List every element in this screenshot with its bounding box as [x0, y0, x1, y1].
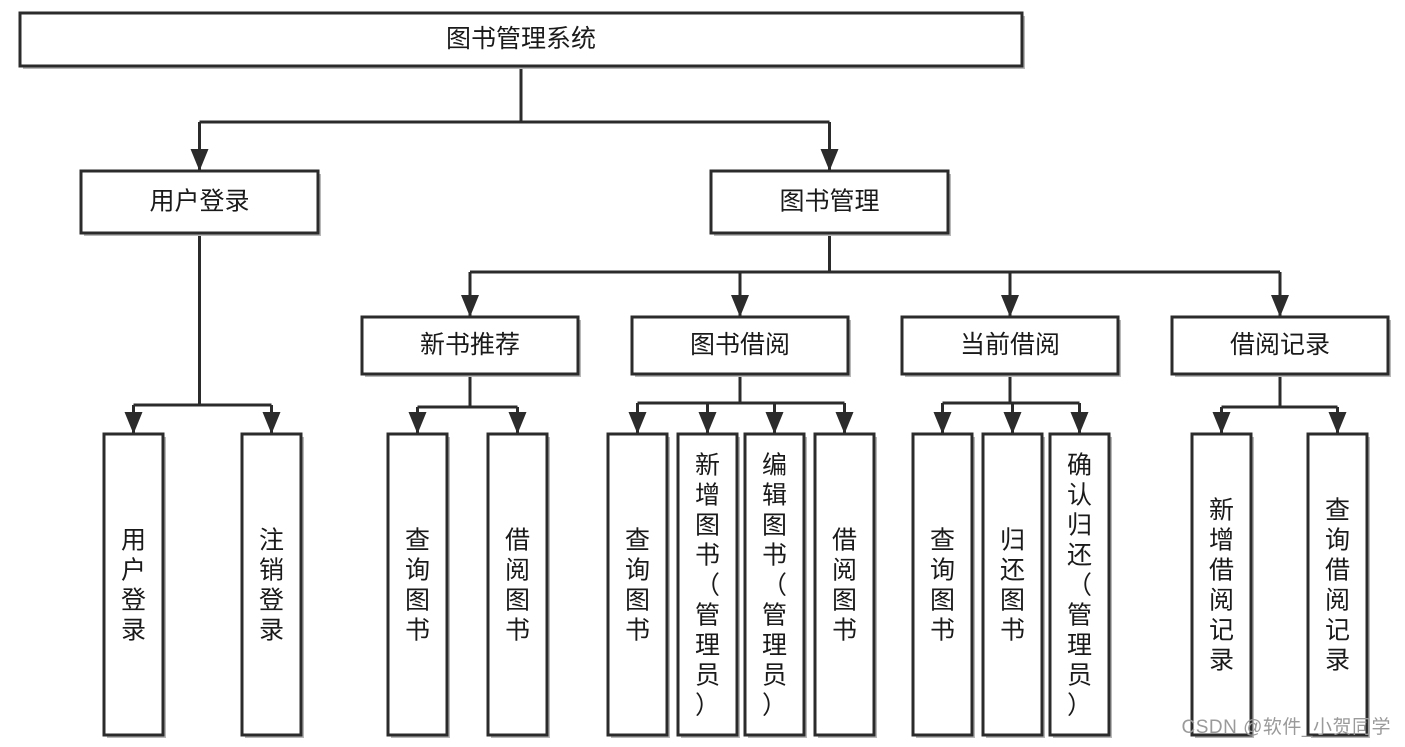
node-box[interactable] — [709, 169, 950, 235]
node-label: 借阅图书 — [505, 527, 530, 645]
node-label: 编辑图书（管理员） — [762, 452, 787, 720]
node-box[interactable] — [813, 432, 876, 737]
node-leaf-query-book-1[interactable]: 查询图书 — [386, 432, 450, 738]
connector-group — [190, 66, 839, 171]
node-box[interactable] — [240, 432, 303, 737]
node-label: 新增借阅记录 — [1209, 497, 1234, 675]
node-box[interactable] — [900, 315, 1120, 376]
connector-group — [1212, 374, 1347, 434]
connector-group — [461, 233, 1289, 317]
connectors-layer — [124, 66, 1347, 434]
node-box[interactable] — [1306, 432, 1369, 737]
node-leaf-borrow-book-2[interactable]: 借阅图书 — [813, 432, 877, 738]
node-leaf-borrow-book-1[interactable]: 借阅图书 — [486, 432, 550, 738]
node-label: 注销登录 — [259, 527, 284, 645]
node-leaf-logout[interactable]: 注销登录 — [240, 432, 304, 738]
node-label: 归还图书 — [1000, 527, 1025, 645]
node-label: 用户登录 — [149, 188, 249, 216]
node-leaf-edit-book[interactable]: 编辑图书（管理员） — [743, 432, 807, 738]
node-leaf-return-book[interactable]: 归还图书 — [981, 432, 1045, 738]
node-label: 当前借阅 — [960, 331, 1060, 359]
node-box[interactable] — [911, 432, 974, 737]
node-label: 借阅记录 — [1230, 331, 1330, 359]
node-leaf-confirm-return[interactable]: 确认归还（管理员） — [1048, 432, 1112, 738]
node-box[interactable] — [102, 432, 165, 737]
node-leaf-query-record[interactable]: 查询借阅记录 — [1306, 432, 1370, 738]
node-leaf-user-login[interactable]: 用户登录 — [102, 432, 166, 738]
node-book-borrow[interactable]: 图书借阅 — [630, 315, 851, 377]
node-root[interactable]: 图书管理系统 — [18, 11, 1025, 69]
node-label: 查询图书 — [930, 527, 955, 645]
node-label: 查询图书 — [405, 527, 430, 645]
node-label: 图书管理系统 — [446, 25, 596, 53]
node-box[interactable] — [386, 432, 449, 737]
node-box[interactable] — [1190, 432, 1253, 737]
connector-group — [933, 374, 1089, 434]
node-box[interactable] — [630, 315, 850, 376]
node-label: 用户登录 — [121, 527, 146, 645]
node-box[interactable] — [606, 432, 669, 737]
node-label: 查询图书 — [625, 527, 650, 645]
node-box[interactable] — [360, 315, 580, 376]
node-current-borrow[interactable]: 当前借阅 — [900, 315, 1121, 377]
node-box[interactable] — [486, 432, 549, 737]
node-leaf-query-book-3[interactable]: 查询图书 — [911, 432, 975, 738]
node-box[interactable] — [981, 432, 1044, 737]
node-box[interactable] — [743, 432, 806, 737]
node-borrow-record[interactable]: 借阅记录 — [1170, 315, 1391, 377]
node-box[interactable] — [1170, 315, 1390, 376]
node-label: 图书管理 — [779, 188, 879, 216]
watermark-text: CSDN @软件_小贺同学 — [1181, 717, 1391, 738]
node-label: 借阅图书 — [832, 527, 857, 645]
nodes-layer: 图书管理系统用户登录图书管理新书推荐图书借阅当前借阅借阅记录用户登录注销登录查询… — [18, 11, 1391, 738]
node-box[interactable] — [1048, 432, 1111, 737]
node-leaf-add-book[interactable]: 新增图书（管理员） — [676, 432, 740, 738]
connector-group — [628, 374, 854, 434]
node-label: 确认归还（管理员） — [1067, 452, 1092, 720]
node-label: 查询借阅记录 — [1325, 497, 1350, 675]
node-user-login[interactable]: 用户登录 — [79, 169, 321, 236]
node-leaf-query-book-2[interactable]: 查询图书 — [606, 432, 670, 738]
connector-group — [408, 374, 527, 434]
node-label: 新增图书（管理员） — [695, 452, 720, 720]
node-new-book-rec[interactable]: 新书推荐 — [360, 315, 581, 377]
node-box[interactable] — [676, 432, 739, 737]
node-box[interactable] — [79, 169, 320, 235]
node-book-manage[interactable]: 图书管理 — [709, 169, 951, 236]
node-label: 图书借阅 — [690, 331, 790, 359]
node-box[interactable] — [18, 11, 1024, 68]
connector-group — [124, 233, 281, 434]
node-label: 新书推荐 — [420, 331, 520, 359]
node-leaf-add-record[interactable]: 新增借阅记录 — [1190, 432, 1254, 738]
